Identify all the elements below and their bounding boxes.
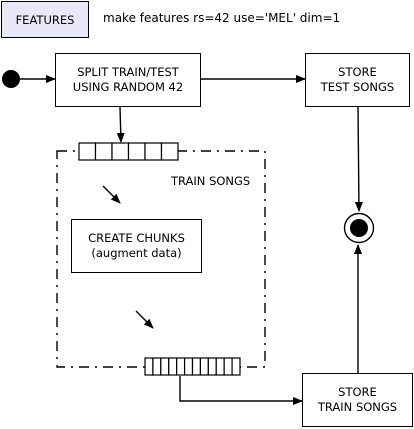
frame-label: FEATURES (1, 1, 89, 38)
output-queue-pin (168, 357, 178, 376)
store-test-songs-action: STORE TEST SONGS (305, 53, 410, 107)
chunks-line-2: (augment data) (91, 246, 182, 260)
split-line-2: USING RANDOM 42 (72, 80, 184, 94)
output-queue-pin (223, 357, 233, 376)
input-queue-pin (94, 142, 113, 161)
output-queue-pin (152, 357, 162, 376)
split-line-1: SPLIT TRAIN/TEST (77, 65, 179, 79)
region-label: TRAIN SONGS (171, 174, 251, 188)
store-test-line-1: STORE (338, 65, 377, 79)
input-expansion-node (78, 142, 179, 161)
output-expansion-node (144, 357, 241, 376)
output-queue-pin (183, 357, 194, 376)
input-queue-pin (144, 142, 163, 161)
command-text: make features rs=42 use='MEL' dim=1 (103, 11, 341, 25)
frame-label-text: FEATURES (15, 12, 75, 27)
edge-store-test-to-final (354, 106, 363, 212)
initial-node (2, 70, 20, 88)
create-chunks-action: CREATE CHUNKS (augment data) (71, 219, 202, 273)
final-node-dot (350, 219, 368, 237)
output-queue-pin (207, 357, 217, 376)
input-queue-pin (111, 142, 130, 161)
store-train-songs-action: STORE TRAIN SONGS (302, 373, 413, 427)
flow-arrow-out (135, 310, 154, 329)
output-queue-pin (160, 357, 170, 376)
output-queue-pin (231, 357, 241, 376)
flow-arrow-in (102, 185, 121, 204)
split-train-test-action: SPLIT TRAIN/TEST USING RANDOM 42 (55, 53, 201, 107)
output-queue-pin (176, 357, 186, 376)
store-train-line-1: STORE (338, 385, 377, 399)
output-queue-pin (191, 357, 202, 376)
output-queue-pin (144, 357, 154, 376)
store-test-line-2: TEST SONGS (320, 80, 395, 94)
output-queue-pin (215, 357, 225, 376)
edge-output-queue-to-store-train (179, 376, 303, 405)
chunks-line-1: CREATE CHUNKS (88, 231, 185, 245)
edge-split-to-input-queue (116, 106, 125, 143)
input-queue-pin (78, 142, 97, 161)
input-queue-pin (160, 142, 179, 161)
input-queue-pin (127, 142, 146, 161)
store-train-line-2: TRAIN SONGS (317, 400, 398, 414)
output-queue-pin (199, 357, 209, 376)
